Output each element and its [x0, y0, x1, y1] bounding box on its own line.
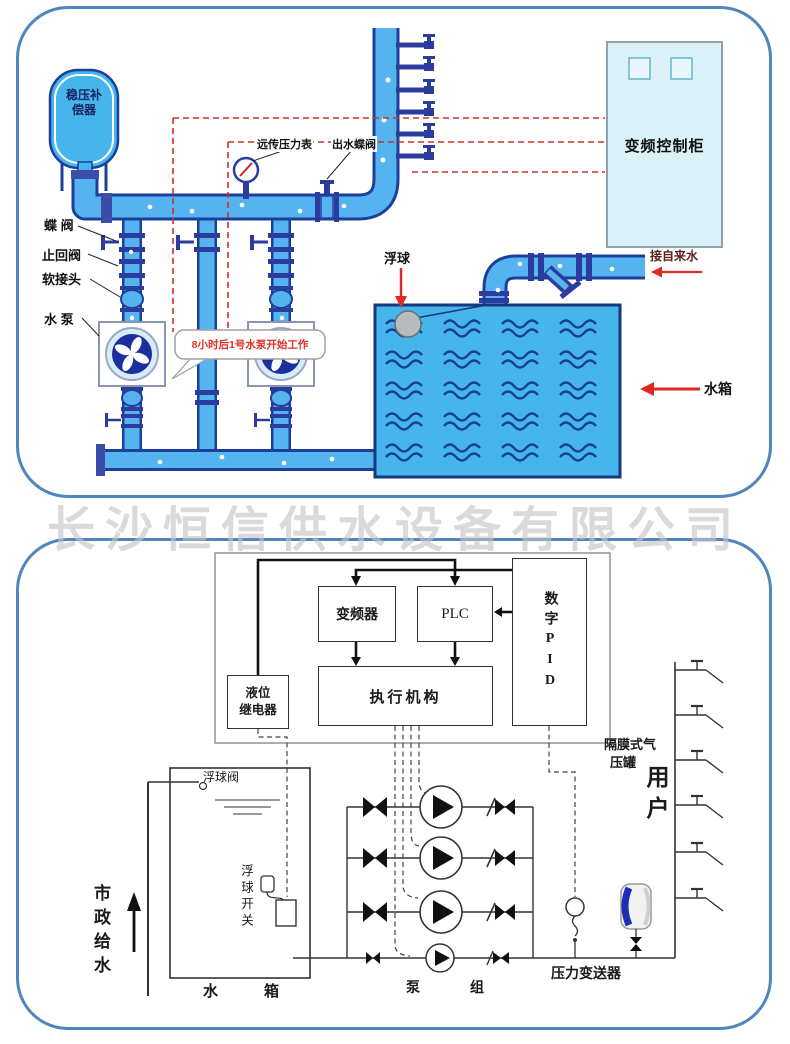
- user-riser: [674, 659, 724, 958]
- vfd-block: 变频器: [318, 586, 396, 642]
- float-ball-arrow: [395, 268, 407, 308]
- water-pump-label: 水 泵: [44, 312, 74, 327]
- label-leader-lines: [77, 149, 353, 337]
- control-cabinet-icon: [606, 41, 723, 248]
- bottom-water-tank-label: 水箱: [203, 984, 326, 1000]
- remote-pressure-gauge-label: 远传压力表: [256, 136, 313, 152]
- flexible-joint-label: 软接头: [42, 272, 82, 287]
- control-group-outline: [214, 552, 611, 744]
- pump-group-schematic: [293, 785, 675, 973]
- actuator-block: 执行机构: [318, 666, 493, 726]
- schematic-water-tank: [148, 767, 311, 979]
- diaphragm-tank-label-line1: 隔膜式气: [604, 737, 657, 752]
- diaphragm-tank-label-line2: 压罐: [610, 755, 637, 770]
- tank-inlet-pipe: [479, 253, 645, 305]
- check-valve-label: 止回阀: [42, 248, 82, 263]
- signal-dashed-lines: [257, 726, 576, 957]
- from-tap-water-label: 接自来水: [650, 249, 699, 263]
- y-strainer-icon: [559, 280, 582, 299]
- pressure-transmitter-icon: [565, 897, 585, 958]
- digital-pid-block: 数字PID: [512, 558, 587, 726]
- municipal-supply-label: 市政给水: [91, 884, 110, 980]
- pump-group-label: 泵组: [406, 981, 534, 996]
- diaphragm-tank-icon: [620, 883, 652, 958]
- float-valve-icon: [198, 781, 208, 791]
- control-cabinet-label: 变频控制柜: [624, 138, 705, 155]
- pipe-bubbles: [128, 77, 615, 466]
- water-tank-arrow: [640, 382, 700, 396]
- outlet-butterfly-valve-icon: [315, 180, 339, 222]
- float-ball-label: 浮球: [384, 251, 411, 266]
- stabilizer-tank-label: 稳压补 偿器: [65, 88, 102, 117]
- water-tank-label: 水箱: [704, 381, 732, 397]
- check-valve-and-soft-joint-icons: [105, 259, 294, 428]
- block-diagram-arrowheads: [351, 576, 502, 666]
- users-label: 用户: [643, 765, 668, 827]
- riser-tap-icons: [396, 34, 435, 160]
- float-switch-label: 浮球开关: [239, 864, 253, 930]
- block-diagram-arrows: [256, 558, 512, 675]
- callout-bubble: [171, 329, 326, 380]
- stabilizer-tank-icon: [48, 68, 120, 191]
- float-ball-icon: [394, 310, 422, 338]
- plc-block: PLC: [417, 586, 493, 642]
- municipal-supply-line: [127, 782, 149, 996]
- branch-butterfly-valve-icons: [101, 233, 294, 252]
- callout-text: 8小时后1号水泵开始工作: [191, 339, 309, 351]
- level-relay-block: 液位 继电器: [227, 675, 289, 729]
- pressure-gauge-icon: [232, 156, 260, 199]
- butterfly-valve-label: 蝶 阀: [44, 218, 74, 233]
- main-and-riser-pipe: [71, 28, 400, 223]
- float-switch-icon: [275, 899, 297, 927]
- pressure-transmitter-label: 压力变送器: [551, 967, 621, 982]
- water-tank-icon: [373, 303, 622, 479]
- tap-water-arrow: [651, 266, 702, 278]
- water-pump-1-icon: [98, 321, 166, 387]
- outlet-butterfly-valve-label: 出水蝶阀: [331, 136, 377, 152]
- float-valve-label: 浮球阀: [203, 770, 240, 784]
